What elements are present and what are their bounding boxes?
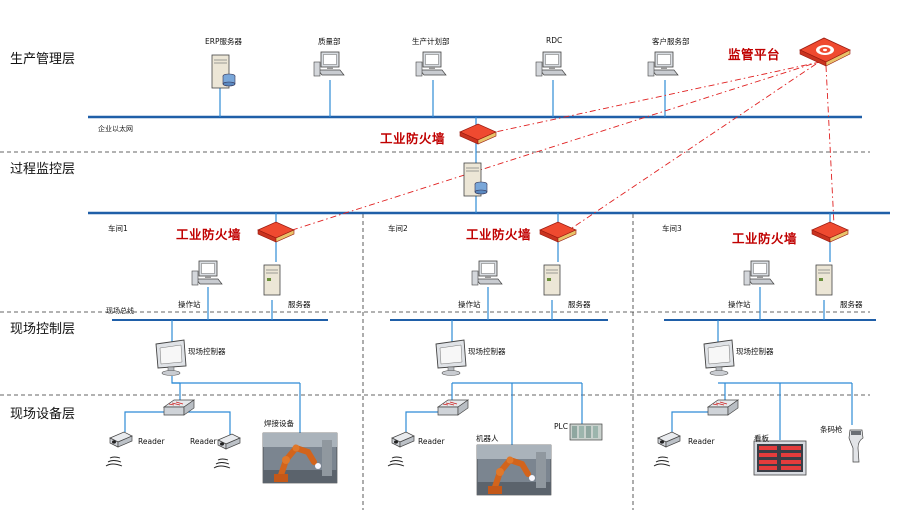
- devices: [105, 37, 864, 495]
- quality-pc-icon: [313, 51, 345, 77]
- customer-service-label: 客户服务部: [652, 37, 690, 46]
- ws2-switch-icon: [437, 399, 469, 416]
- planning-pc-icon: [415, 51, 447, 77]
- layer-label-management: 生产管理层: [10, 52, 76, 67]
- ws2-operator-pc-icon: [471, 260, 503, 286]
- central-firewall-label: 工业防火墙: [380, 131, 446, 146]
- scanner-label: 条码枪: [820, 425, 843, 434]
- erp-server-label: ERP服务器: [205, 37, 242, 46]
- ws3-reader-label: Reader: [688, 437, 715, 446]
- plc-icon: [569, 423, 603, 441]
- ws3-operator-label: 操作站: [728, 300, 751, 309]
- ws1-firewall-icon: [257, 221, 295, 243]
- planning-label: 生产计划部: [412, 37, 450, 46]
- central-db-server-icon: [463, 162, 488, 197]
- barcode-scanner-icon: [848, 429, 864, 463]
- fieldbus-label: 现场总线: [106, 307, 134, 315]
- rdc-pc-icon: [535, 51, 567, 77]
- monitor-links: [285, 61, 835, 233]
- ws1-server-label: 服务器: [288, 300, 311, 309]
- ws2-name: 车间2: [388, 224, 408, 233]
- ws2-server-icon: [543, 264, 561, 296]
- ws3-server-label: 服务器: [840, 300, 863, 309]
- welding-label: 焊接设备: [264, 419, 294, 428]
- ws1-reader-1-label: Reader: [138, 437, 165, 446]
- ws1-firewall-label: 工业防火墙: [176, 227, 242, 242]
- ws1-reader-2-label: Reader: [190, 437, 217, 446]
- ws3-name: 车间3: [662, 224, 682, 233]
- ws3-controller-label: 现场控制器: [736, 347, 774, 356]
- ws2-controller-icon: [435, 339, 467, 376]
- robot-label: 机器人: [476, 434, 499, 443]
- ws3-firewall-label: 工业防火墙: [732, 231, 798, 246]
- ws3-switch-icon: [707, 399, 739, 416]
- quality-label: 质量部: [318, 37, 341, 46]
- ws3-firewall-icon: [811, 221, 849, 243]
- kanban-board-icon: [753, 440, 807, 476]
- ws2-controller-label: 现场控制器: [468, 347, 506, 356]
- ws1-name: 车间1: [108, 224, 128, 233]
- ws3-server-icon: [815, 264, 833, 296]
- ws1-controller-icon: [155, 339, 187, 376]
- enterprise-ethernet-label: 企业以太网: [98, 125, 133, 133]
- ws1-operator-pc-icon: [191, 260, 223, 286]
- ws1-operator-label: 操作站: [178, 300, 201, 309]
- rdc-label: RDC: [546, 36, 563, 45]
- ws2-reader-icon: [387, 431, 415, 467]
- customer-service-pc-icon: [647, 51, 679, 77]
- ws2-server-label: 服务器: [568, 300, 591, 309]
- layer-label-field-device: 现场设备层: [10, 407, 76, 422]
- kanban-label: 看板: [754, 434, 769, 443]
- ws1-server-icon: [263, 264, 281, 296]
- ws2-reader-label: Reader: [418, 437, 445, 446]
- erp-server-icon: [211, 54, 236, 89]
- ws2-operator-label: 操作站: [458, 300, 481, 309]
- layer-separators: [0, 151, 870, 510]
- ws2-firewall-label: 工业防火墙: [466, 227, 532, 242]
- ws3-reader-icon: [653, 431, 681, 467]
- ws3-controller-icon: [703, 339, 735, 376]
- monitor-platform-icon: [799, 37, 851, 67]
- monitor-platform-label: 监管平台: [728, 47, 781, 62]
- layer-label-field-control: 现场控制层: [10, 322, 76, 337]
- plc-label: PLC: [554, 422, 568, 431]
- ws1-switch-icon: [163, 399, 195, 416]
- robot-photo: [477, 445, 551, 495]
- layer-label-process: 过程监控层: [10, 162, 76, 177]
- central-firewall-icon: [459, 123, 497, 145]
- ws2-firewall-icon: [539, 221, 577, 243]
- ws3-operator-pc-icon: [743, 260, 775, 286]
- backbone-lines: [88, 115, 890, 321]
- ws1-controller-label: 现场控制器: [188, 347, 226, 356]
- ws1-reader-2-icon: [213, 433, 241, 469]
- ws1-reader-1-icon: [105, 431, 133, 467]
- welding-equipment-photo: [263, 433, 337, 483]
